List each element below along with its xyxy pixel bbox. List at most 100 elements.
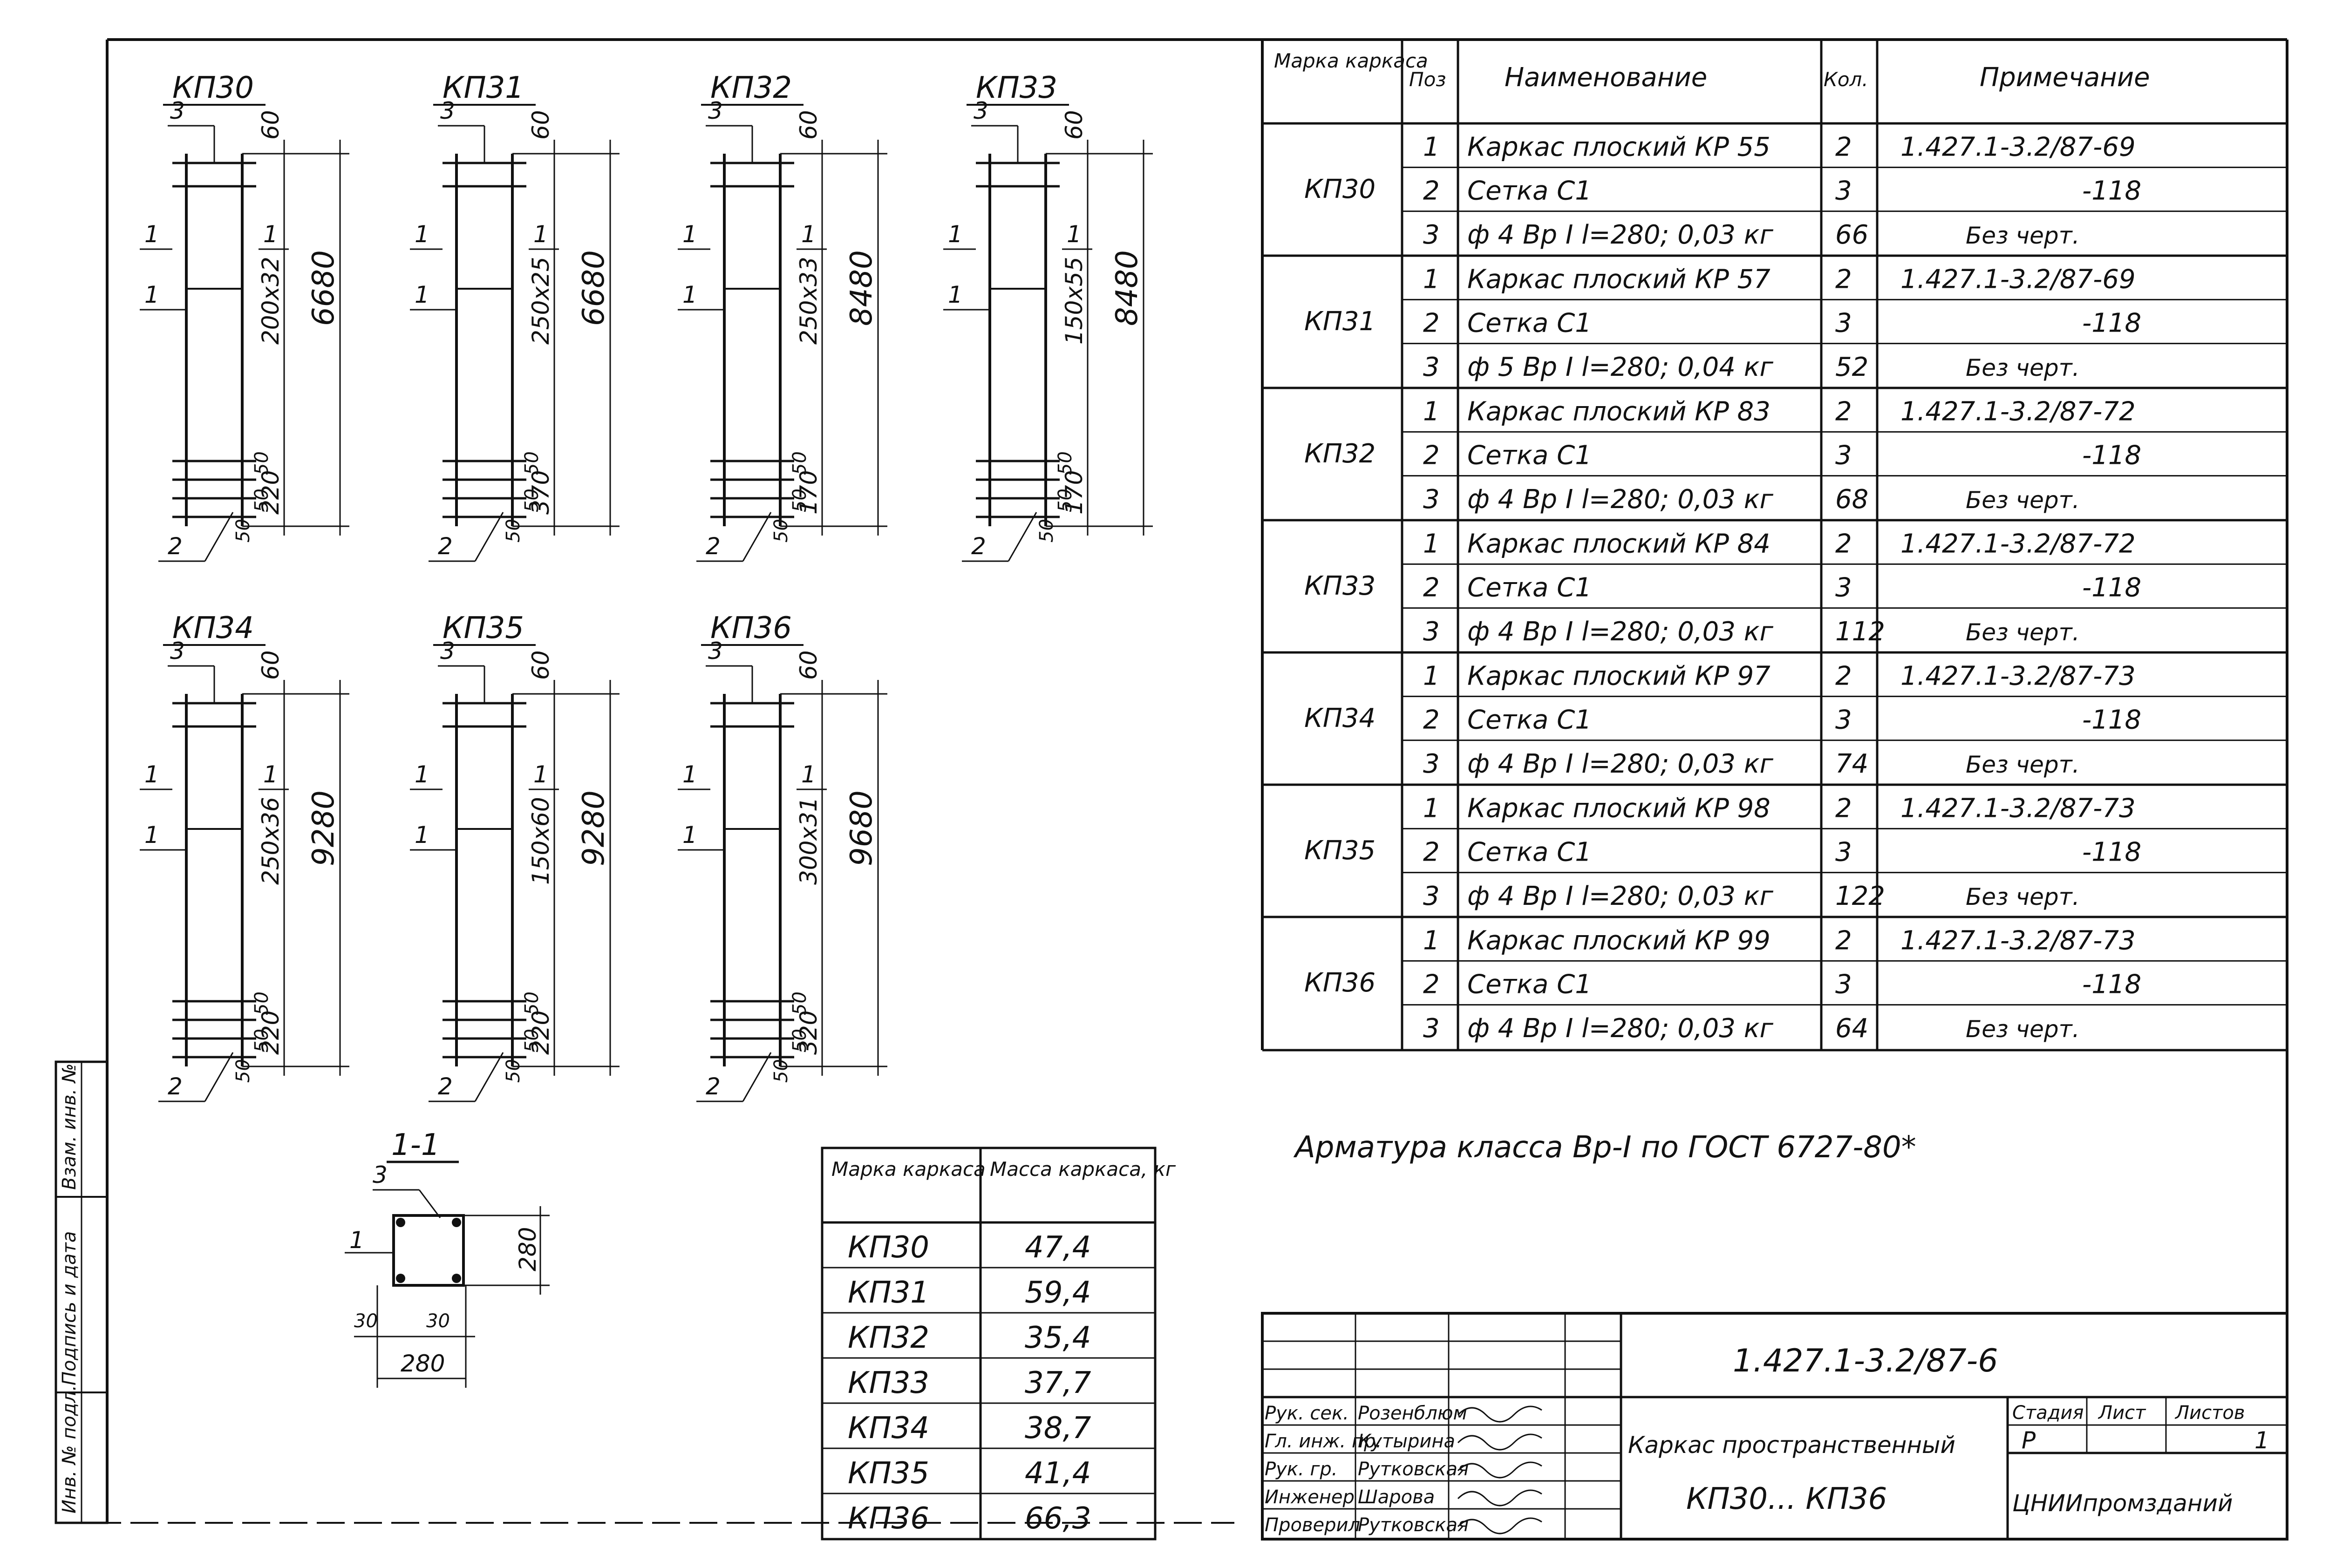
dim-length: 8480	[844, 250, 879, 326]
spec-qty: 2	[1835, 925, 1852, 956]
section-view: 1-1 3 1 280 30 30 280	[345, 1128, 550, 1388]
stage-label: Стадия	[2012, 1402, 2084, 1424]
spec-group-mark: КП30	[1304, 174, 1376, 204]
spec-name: Каркас плоский КР 98	[1467, 793, 1771, 823]
dim-b2: 50	[251, 489, 272, 512]
tb-signature	[1457, 1489, 1542, 1507]
spec-pos: 1	[1423, 925, 1440, 956]
spec-pos: 2	[1423, 705, 1440, 735]
mass-mark: КП34	[848, 1411, 929, 1446]
tb-name: Шарова	[1358, 1487, 1435, 1508]
spec-pos: 1	[1423, 396, 1440, 427]
section-title: 1-1	[391, 1128, 440, 1162]
spec-note: 1.427.1-3.2/87-72	[1900, 529, 2136, 559]
tb-signature	[1457, 1517, 1542, 1534]
spec-qty: 3	[1835, 573, 1852, 603]
tb-role: Рук. сек.	[1265, 1403, 1349, 1424]
spec-pos: 3	[1423, 749, 1440, 779]
pos2-label: 2	[706, 1073, 721, 1100]
spec-name: ф 4 Вр I l=280; 0,03 кг	[1467, 1013, 1774, 1044]
dim-section: 250x33	[795, 257, 822, 345]
mass-value: 47,4	[1025, 1230, 1091, 1265]
dim-length: 6680	[306, 250, 341, 326]
section-height: 280	[514, 1227, 541, 1271]
pos2-label: 2	[706, 533, 721, 560]
tb-role: Гл. инж. пр.	[1265, 1431, 1382, 1452]
spec-header-name: Наименование	[1505, 62, 1707, 93]
spec-name: ф 4 Вр I l=280; 0,03 кг	[1467, 881, 1774, 911]
spec-pos: 2	[1423, 308, 1440, 339]
spec-header-pos: Поз	[1409, 68, 1446, 91]
spec-note: Без черт.	[1966, 222, 2080, 249]
spec-note: -118	[2082, 705, 2141, 735]
spec-qty: 3	[1835, 837, 1852, 868]
dim-section: 150x60	[527, 797, 554, 885]
dim-length: 9280	[577, 790, 611, 866]
spec-name: ф 4 Вр I l=280; 0,03 кг	[1467, 617, 1774, 647]
spec-pos: 2	[1423, 573, 1440, 603]
spec-qty: 3	[1835, 308, 1852, 339]
dim-section: 150x55	[1061, 257, 1088, 345]
dim-b2: 50	[251, 1029, 272, 1052]
dim-b3: 50	[1036, 519, 1057, 543]
pos3-label: 3	[708, 97, 723, 124]
assembly-title: КП36	[710, 611, 792, 645]
pos3-label: 3	[170, 97, 185, 124]
sheet-label: Лист	[2097, 1402, 2146, 1424]
assembly-title: КП30	[172, 71, 254, 105]
pos2-label: 2	[168, 533, 183, 560]
dim-length: 6680	[577, 250, 611, 326]
dim-b3: 50	[503, 1059, 524, 1083]
side-stamp-sign: Подпись и дата	[59, 1231, 80, 1385]
spec-qty: 2	[1835, 396, 1852, 427]
spec-note: -118	[2082, 308, 2141, 339]
spec-note: 1.427.1-3.2/87-69	[1900, 132, 2136, 162]
dim-top: 60	[1061, 110, 1088, 140]
spec-note: Без черт.	[1966, 751, 2080, 778]
pos3-label: 3	[170, 638, 185, 665]
organization: ЦНИИпромзданий	[2012, 1490, 2233, 1517]
dim-bottom: 220	[257, 470, 284, 515]
pos1-label-left: 1	[144, 221, 159, 248]
pos1-label-lower: 1	[682, 281, 697, 308]
dim-top: 60	[795, 110, 822, 140]
title-block: 1.427.1-3.2/87-6 Каркас пространственный…	[1261, 1312, 2288, 1541]
dim-b2: 50	[789, 1029, 810, 1052]
pos3-label: 3	[708, 638, 723, 665]
tb-name: Рутковская	[1358, 1514, 1469, 1536]
spec-pos: 2	[1423, 441, 1440, 471]
tb-name: Розенблюм	[1358, 1403, 1467, 1424]
reinforcement-note: Арматура класса Вр-I по ГОСТ 6727-80*	[1293, 1130, 1916, 1165]
pos1-label-right: 1	[263, 221, 278, 248]
dim-section: 200x32	[257, 257, 284, 345]
mass-header-mass: Масса каркаса, кг	[990, 1158, 1176, 1181]
pos1-label-lower: 1	[682, 821, 697, 848]
spec-name: Каркас плоский КР 83	[1467, 396, 1771, 427]
assembly-title: КП34	[172, 611, 254, 645]
dim-top: 60	[257, 110, 284, 140]
dim-length: 9680	[844, 790, 879, 866]
spec-note: 1.427.1-3.2/87-73	[1900, 661, 2136, 691]
spec-pos: 3	[1423, 1013, 1440, 1044]
pos1-label-right: 1	[533, 221, 548, 248]
sheets-label: Листов	[2174, 1402, 2245, 1424]
spec-name: Каркас плоский КР 97	[1467, 661, 1771, 691]
sheets-value: 1	[2254, 1427, 2269, 1454]
dim-bottom: 170	[1061, 470, 1088, 515]
spec-qty: 2	[1835, 264, 1852, 294]
dim-b1: 50	[789, 451, 810, 475]
tb-role: Рук. гр.	[1265, 1459, 1338, 1480]
mass-value: 35,4	[1025, 1321, 1091, 1355]
pos2-label: 2	[438, 533, 453, 560]
